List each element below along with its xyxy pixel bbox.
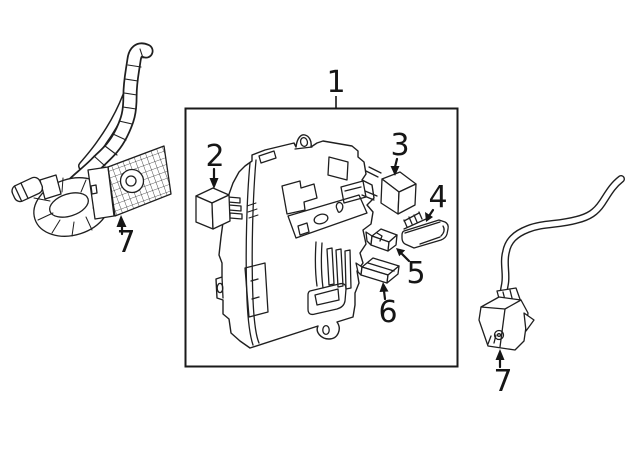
fuse-4-prongs <box>403 211 427 230</box>
fuse-band-comma-hole <box>335 201 344 213</box>
harness-corrugated-tube <box>62 42 154 196</box>
callout-2-arrowhead <box>209 178 219 189</box>
harness-connector-grid <box>87 145 172 220</box>
connector-hole <box>493 329 505 341</box>
callout-1-label: 1 <box>326 65 345 100</box>
callout-3-label: 3 <box>390 128 409 163</box>
side-bracket-hole <box>216 282 224 294</box>
callout-6: 6 <box>378 282 398 330</box>
fuse-6-side <box>386 265 400 284</box>
bottom-connector-bump <box>307 282 347 316</box>
relay-part-3: 3 <box>361 128 417 215</box>
callout-7-right: 7 <box>493 349 513 399</box>
callout-3-arrow <box>393 157 399 169</box>
callout-7-right-arrowhead <box>495 349 505 360</box>
mounting-ear-top-base <box>294 146 313 150</box>
relay-2-side <box>211 194 231 230</box>
harness-strap <box>78 91 132 171</box>
grid-connector-side <box>87 166 115 220</box>
left-raised-block <box>244 262 269 318</box>
wire-harness-assembly: 7 <box>11 42 172 260</box>
fuse-6-ridge <box>367 262 395 272</box>
fuse-4-body <box>401 219 449 249</box>
connector-facets <box>480 299 522 348</box>
barrel-connector <box>11 174 62 203</box>
callout-4: 4 <box>425 180 448 222</box>
fuse-part-4: 4 <box>401 180 449 249</box>
grid-connector-hole <box>125 175 137 187</box>
fuse-5-side <box>387 234 398 252</box>
callout-4-arrowhead <box>425 212 433 222</box>
connector-part-7-right: 7 <box>478 175 625 399</box>
fuse-5-notch <box>376 232 383 242</box>
fuse-band <box>287 194 368 239</box>
top-step-detail <box>258 150 277 164</box>
lower-slots <box>326 247 352 290</box>
callout-5-label: 5 <box>406 256 425 291</box>
fuse-band-square-hole <box>297 222 310 236</box>
callout-2: 2 <box>205 139 225 189</box>
fuse-band-oval-hole <box>313 213 329 225</box>
connector-flange <box>523 312 535 332</box>
relay-3-pins <box>361 166 382 201</box>
connector-hole-center <box>496 332 502 338</box>
tube-corrugation-ticks <box>93 48 144 167</box>
callout-7-left-arrowhead <box>116 215 127 227</box>
relay-part-2: 2 <box>195 139 243 230</box>
module-edge-hatch <box>246 202 259 219</box>
module-outline <box>215 134 375 349</box>
callout-6-label: 6 <box>378 295 397 330</box>
mounting-ear-bottom-hole <box>322 324 330 336</box>
callout-3: 3 <box>390 128 410 176</box>
lower-contour-lines <box>314 241 324 289</box>
callout-7-right-label: 7 <box>493 364 512 399</box>
callout-5: 5 <box>396 248 426 291</box>
top-right-window <box>327 156 349 181</box>
mounting-ear-top-hole <box>299 137 309 147</box>
fuse-part-6: 6 <box>355 257 400 330</box>
callout-3-arrowhead <box>390 166 400 176</box>
callout-2-label: 2 <box>205 139 224 174</box>
callout-5-arrow <box>400 252 411 263</box>
callout-7-left: 7 <box>116 215 136 260</box>
callout-4-label: 4 <box>428 180 447 215</box>
callout-6-arrowhead <box>379 282 389 292</box>
junction-block-module <box>215 134 375 349</box>
callout-6-arrow <box>382 289 387 301</box>
fuse-part-5: 5 <box>365 228 426 291</box>
connector-wire <box>499 175 625 299</box>
grid-connector-notch <box>90 184 98 195</box>
fuse-4-body-lines <box>404 221 445 245</box>
callout-5-arrowhead <box>396 248 406 257</box>
relay-3-side <box>397 183 417 215</box>
callout-7-left-label: 7 <box>116 225 135 260</box>
center-block <box>281 180 318 215</box>
